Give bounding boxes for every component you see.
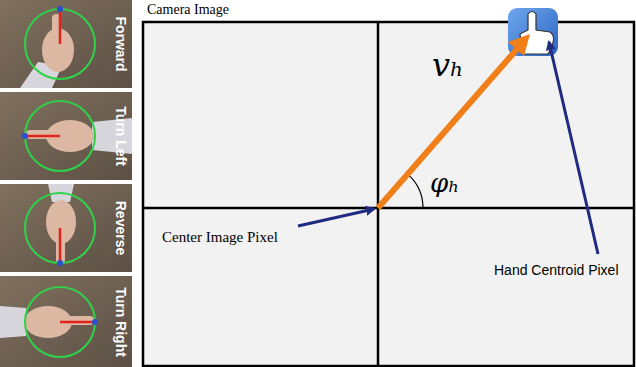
thumbnail-photo — [0, 0, 132, 88]
gesture-label: Reverse — [113, 201, 129, 256]
vector-symbol: vₕ — [432, 46, 464, 84]
gesture-label: Turn Left — [113, 106, 129, 166]
gesture-thumbnail: Turn Right — [0, 276, 132, 367]
camera-frame — [143, 22, 634, 366]
leader-arrow — [298, 209, 374, 226]
gesture-thumbnail: Reverse — [0, 184, 132, 272]
thumbnail-photo — [0, 276, 132, 367]
vector-arrow — [378, 34, 530, 208]
gesture-label: Forward — [113, 16, 129, 71]
callout-label: Hand Centroid Pixel — [494, 262, 619, 278]
gesture-thumbnail: Forward — [0, 0, 132, 88]
leader-arrow — [549, 42, 598, 254]
thumbnail-photo — [0, 92, 132, 180]
callout-label: Center Image Pixel — [162, 229, 278, 246]
thumbnail-photo — [0, 184, 132, 272]
gesture-label: Turn Right — [113, 287, 129, 357]
camera-image-panel: Camera Image — [141, 0, 636, 22]
angle-arc — [408, 174, 423, 208]
gesture-thumbnail: Turn Left — [0, 92, 132, 180]
angle-symbol: φₕ — [430, 168, 459, 198]
panel-title: Camera Image — [147, 2, 229, 18]
